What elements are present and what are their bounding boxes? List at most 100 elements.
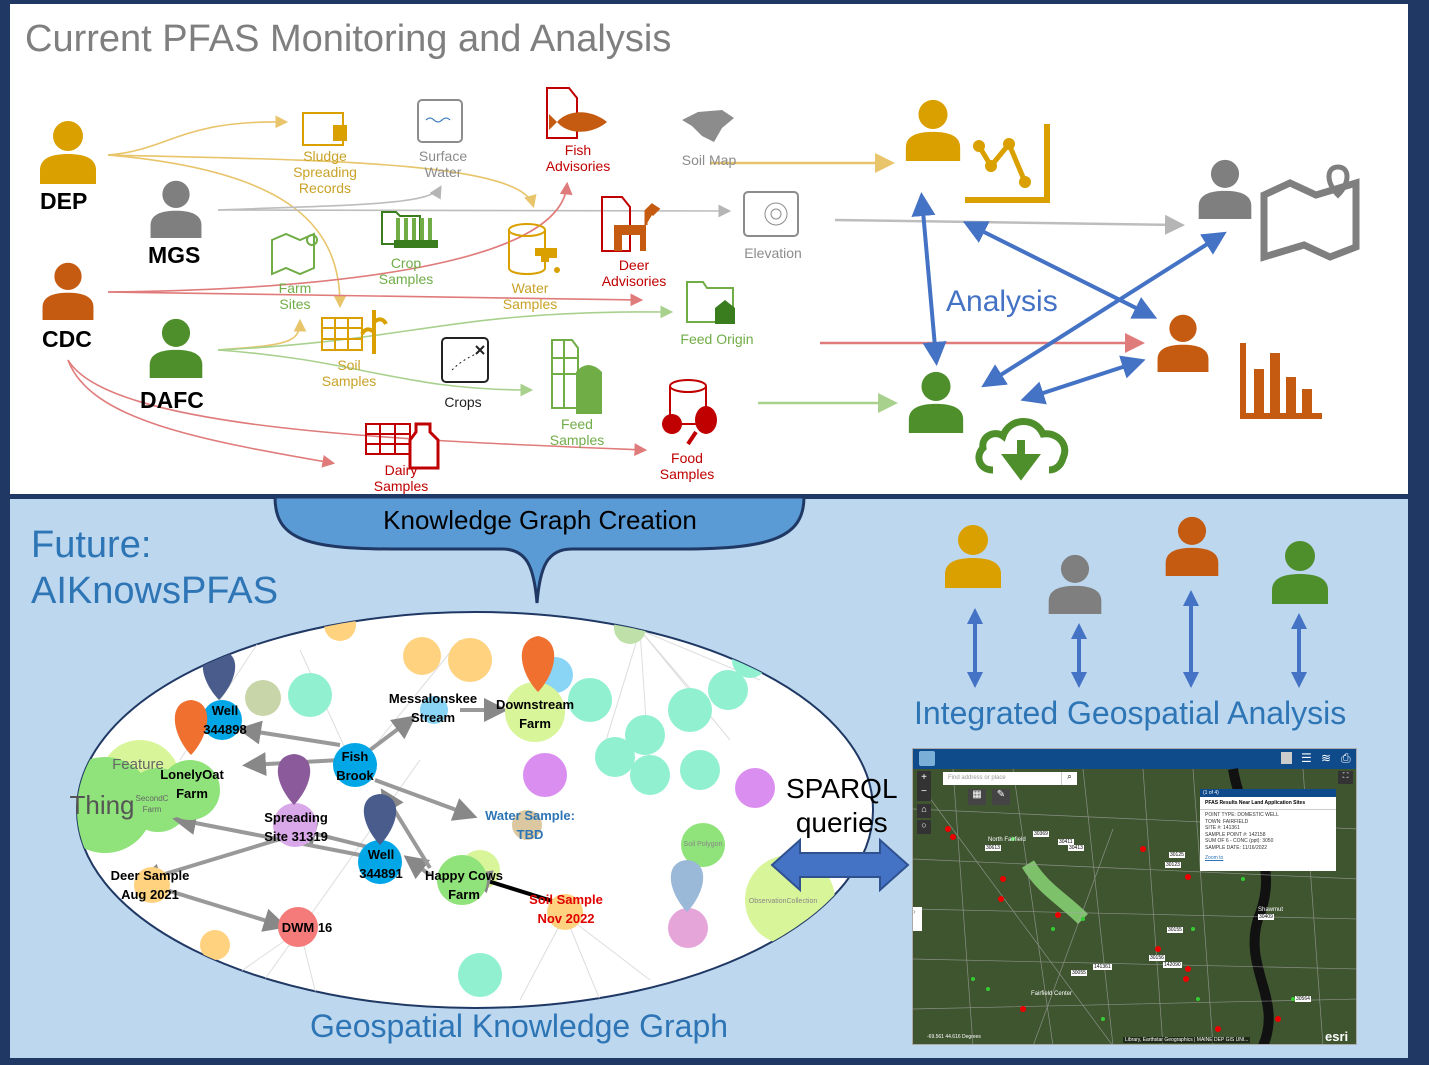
graph-node-soil-sample[interactable] [547,894,583,930]
user-access-arrows [967,590,1307,688]
graph-label: Messalonskee Stream [388,691,478,725]
cloud-download-icon [975,418,1069,481]
database-faucet-icon [508,223,560,275]
popup-row: SUM OF 6 - CONC (ppt): 3050 [1205,838,1274,844]
graph-node-spreading-site[interactable] [273,803,317,847]
graph-node-downstream-farm[interactable] [505,682,565,742]
graph-node-happy-cows[interactable] [437,855,487,905]
map-label: 30409 [1258,914,1274,920]
dataset-label: Fish Advisories [545,142,611,174]
map-label: 30413 [1068,845,1084,851]
coordinate-readout: -69.561 44.616 Degrees [927,1034,981,1040]
dataset-label: Crop Samples [378,255,434,287]
mgs-analyst-person-icon [1198,159,1252,219]
map-label: 30411 [1058,839,1074,845]
search-icon[interactable]: ⌕ [1061,772,1077,785]
analysis-label: Analysis [946,285,1058,318]
agency-mgs: MGS [148,242,201,268]
graph-label: Well 344891 [359,847,403,881]
map-location-icon [1260,164,1360,262]
popup-row: SAMPLE POINT #: 142158 [1205,831,1266,838]
dep-analyst-person-icon [905,99,961,161]
project-name: AIKnowsPFAS [31,570,279,612]
measure-icon[interactable]: ✎ [992,789,1010,805]
sparql-double-arrow-icon [770,837,910,893]
map-attribution: Library, Earthstar Geographics | MAINE D… [1123,1037,1251,1043]
graph-label: Deer Sample Aug 2021 [110,868,190,902]
sludge-box-icon [302,112,347,146]
page-title: Current PFAS Monitoring and Analysis [25,18,672,60]
graph-node-dwm16[interactable] [278,907,318,947]
fullscreen-icon[interactable]: ⛶ [1338,771,1353,784]
popup-row: POINT TYPE: DOMESTIC WELL [1205,812,1279,818]
agency-dep: DEP [40,188,88,214]
integrated-analysis-label: Integrated Geospatial Analysis [914,695,1347,731]
zoom-controls[interactable]: +− [917,771,931,801]
graph-label: Soil Polygon [683,841,723,848]
graph-background-nodes [77,612,835,997]
cdc-analyst-person-icon [1157,314,1209,372]
dataset-label: Soil Map [681,152,737,168]
map-search-input[interactable]: Find address or place [943,772,1061,785]
map-label: 30155 [1167,927,1183,933]
graph-label: Well 344898 [203,703,247,737]
list-icon[interactable]: ☰ [1301,751,1312,765]
graph-node-well-344891[interactable] [358,840,402,884]
popup-row: TOWN: FAIRFIELD [1205,818,1249,825]
print-icon[interactable]: ⎙ [1341,751,1351,765]
knowledge-graph[interactable] [0,0,910,1065]
graph-node-lonelyoat-farm[interactable] [160,760,220,820]
dataset-label: Dairy Samples [373,462,429,494]
map-markers [174,636,704,912]
map-popup: (1 of 4) PFAS Results Near Land Applicat… [1200,789,1336,871]
locate-icon[interactable]: ○ [917,820,931,834]
silo-table-icon [551,339,602,414]
graph-label: Feature [112,756,164,773]
map-label: 142090 [1163,962,1182,968]
dataset-label: Sludge Spreading Records [293,148,357,196]
map-header: ☰ ≋ ⎙ [913,749,1356,769]
map-label: 141361 [1093,964,1112,970]
dafc-analyst-person-icon [908,371,964,433]
milk-table-icon [365,422,440,470]
graph-node-fish-brook[interactable] [333,743,377,787]
graph-label: Happy Cows Farm [424,868,504,902]
dataset-label: Soil Samples [321,357,377,389]
dataset-label: Feed Origin [680,331,754,347]
kg-title: Geospatial Knowledge Graph [310,1008,729,1044]
dataset-label: Food Samples [659,450,715,482]
dataset-label: Crops [444,394,482,410]
deer-document-icon [601,196,661,252]
graph-label: Thing [69,790,135,820]
graph-label: Water Sample: TBD [485,808,575,842]
location-marker-icon [202,650,236,700]
basemap-gallery-icon[interactable]: ▦ [968,789,986,805]
graph-node-deer-sample[interactable] [134,867,170,903]
home-icon[interactable]: ⌂ [917,804,931,818]
water-scroll-icon [417,99,463,143]
dep-user-person-icon [945,525,1001,588]
mgs-user-person-icon [1048,554,1102,614]
place-label: North Fairfield [988,837,1026,843]
graph-node-messalonskee[interactable] [420,696,448,724]
graph-node-well-344898[interactable] [202,700,242,740]
graph-label: Downstream Farm [495,697,575,731]
location-marker-icon [521,636,555,692]
cdc-person-icon [42,262,94,320]
graph-label: SecondC Farm [135,794,169,814]
expand-panel-button[interactable]: › [913,907,922,931]
dataset-label: Feed Samples [549,416,605,448]
legend-icon[interactable] [1281,752,1292,764]
map-label: 30369 [1033,831,1049,837]
map-pin-icon [271,232,318,276]
zoom-to-link[interactable]: Zoom to [1205,855,1224,861]
graph-label: ObservationCollection [748,898,818,905]
web-map[interactable]: ☰ ≋ ⎙ +− ⌂ ○ Find address or place ⌕ ▦ ✎… [912,748,1357,1045]
bar-chart-icon [1240,343,1322,419]
future-label: Future: [31,524,152,566]
dafc-person-icon [149,318,203,378]
layers-icon[interactable]: ≋ [1321,751,1332,765]
popup-pager[interactable]: (1 of 4) [1200,789,1336,797]
food-database-icon [662,379,717,446]
location-marker-icon [363,794,397,845]
